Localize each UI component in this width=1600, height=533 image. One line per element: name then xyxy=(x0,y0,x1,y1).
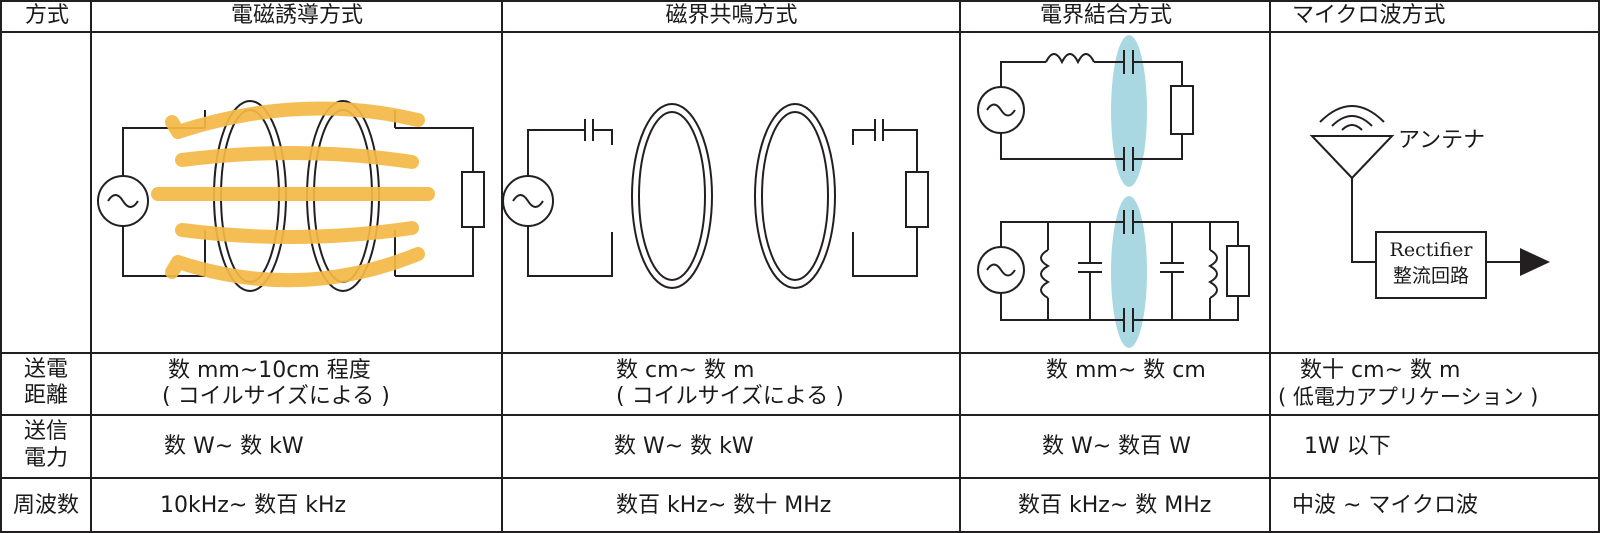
row-label-power-1: 送信 xyxy=(23,419,68,444)
power-coupling: 数 W~ 数百 W xyxy=(1042,434,1191,459)
row-label-power-2: 電力 xyxy=(23,446,68,471)
row-label-frequency: 周波数 xyxy=(12,493,79,518)
magnetic-flux-arrows xyxy=(151,101,435,288)
distance-resonance-1: 数 cm~ 数 m xyxy=(616,358,755,383)
coupling-field-bottom xyxy=(1111,196,1147,348)
distance-coupling: 数 mm~ 数 cm xyxy=(1046,358,1206,383)
coupling-field-top xyxy=(1111,35,1147,187)
header-method: 方式 xyxy=(24,3,69,28)
ac-source-icon xyxy=(977,86,1025,134)
rectifier-label-en: Rectifier xyxy=(1389,239,1473,261)
distance-resonance-2: ( コイルサイズによる ) xyxy=(616,384,844,409)
header-electromagnetic-induction: 電磁誘導方式 xyxy=(230,3,363,28)
row-label-distance-1: 送電 xyxy=(23,357,68,382)
distance-microwave-1: 数十 cm~ 数 m xyxy=(1300,358,1461,383)
induction-diagram xyxy=(97,100,485,292)
power-resonance: 数 W~ 数 kW xyxy=(614,434,754,459)
frequency-coupling: 数百 kHz~ 数 MHz xyxy=(1018,493,1212,518)
ac-source-icon xyxy=(97,175,149,227)
antenna-label: アンテナ xyxy=(1398,128,1486,153)
row-label-distance-2: 距離 xyxy=(23,383,68,408)
microwave-diagram xyxy=(1309,105,1550,299)
distance-microwave-2: ( 低電力アプリケーション ) xyxy=(1278,385,1539,409)
output-arrow-icon xyxy=(1520,248,1550,276)
ac-source-icon xyxy=(977,246,1025,294)
frequency-microwave: 中波 ~ マイクロ波 xyxy=(1292,493,1478,518)
frequency-induction: 10kHz~ 数百 kHz xyxy=(160,493,347,518)
resonance-diagram xyxy=(502,103,929,289)
rectifier-label-jp: 整流回路 xyxy=(1392,265,1469,287)
header-magnetic-resonance: 磁界共鳴方式 xyxy=(665,3,798,28)
power-induction: 数 W~ 数 kW xyxy=(164,434,304,459)
rectifier-box xyxy=(1375,231,1487,299)
header-microwave: マイクロ波方式 xyxy=(1292,3,1446,28)
frequency-resonance: 数百 kHz~ 数十 MHz xyxy=(616,493,832,518)
distance-induction-1: 数 mm~10cm 程度 xyxy=(168,358,371,383)
antenna-icon xyxy=(1309,105,1395,263)
header-electric-field-coupling: 電界結合方式 xyxy=(1039,3,1172,28)
coupling-diagram xyxy=(977,35,1250,348)
ac-source-icon xyxy=(502,175,554,227)
distance-induction-2: ( コイルサイズによる ) xyxy=(162,384,390,409)
power-microwave: 1W 以下 xyxy=(1304,434,1391,459)
